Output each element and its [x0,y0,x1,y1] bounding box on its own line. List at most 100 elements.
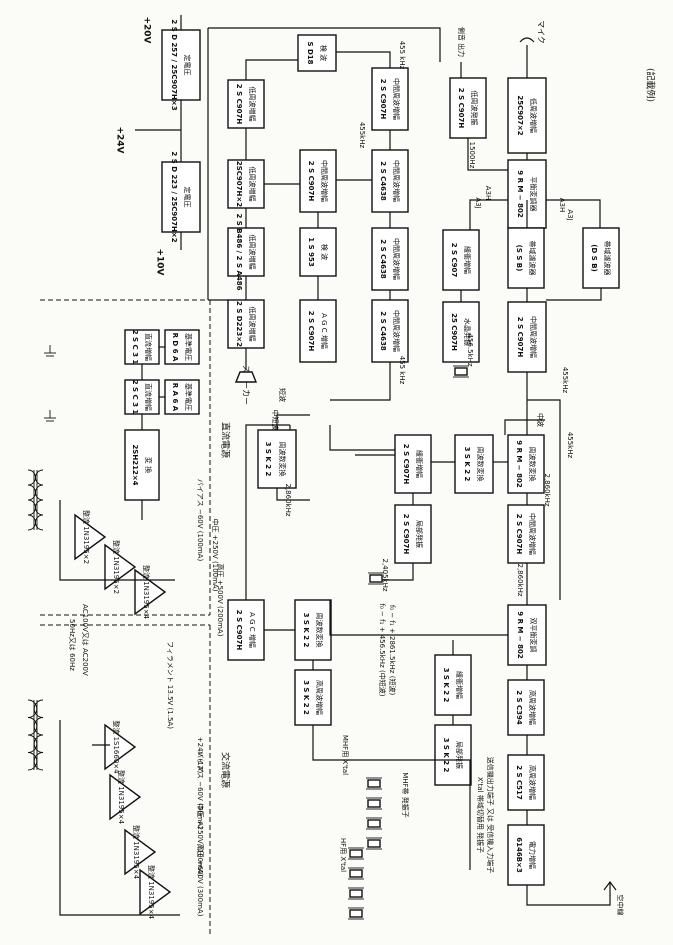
wire [245,59,298,80]
block-frame [507,824,545,886]
block-frame [507,434,545,494]
wire [208,27,441,62]
mic-label: マイク [537,20,546,44]
block-frame [442,229,480,291]
block-frame [164,379,200,415]
rectifier-label: 整流 1N3195×4 [142,565,151,620]
block-part: 2 S C517 [515,765,523,800]
block-function: 検 波 [319,45,328,61]
block-function: 低周波増幅 [248,167,257,202]
block-part: 25 C907H [450,313,458,351]
label-v20: +20V [142,16,152,43]
block-function: 低周波増幅 [248,87,257,122]
block-frame [294,599,332,661]
block-part: 2 S C907H [307,311,315,352]
rectifier [124,828,157,876]
label-ac_in: AC100V又は AC200V [81,604,89,676]
block-function: 中間周波増幅 [529,316,538,358]
rectifier [104,723,137,771]
rectifier [134,568,167,616]
block-function: 基準電圧 [184,333,193,361]
block-function: 双平衡変調 [529,618,538,653]
block-frame [394,504,432,564]
block-frame [164,329,200,365]
block-part: 2 S C 3 1 [131,330,139,365]
block-part: 3 S K 2 2 [463,447,471,482]
block-function: 周波数変換 [278,442,287,477]
block-frame [161,161,201,233]
block-part: 2 S C907H [379,79,387,120]
block-frame [507,754,545,811]
antenna-label: 空中線 [616,895,625,916]
label-ac_supply: 交流電源 [220,752,232,788]
block-function: 直流増幅 [144,333,153,361]
block-bm3: 双平衡変調 9 R M − 802 [507,604,547,666]
rectifier [74,513,107,561]
block-frame [124,429,160,501]
wire [312,725,471,870]
block-frame [257,429,297,489]
block-part: 2 S C907H [235,84,243,125]
crystal-icon [366,817,382,830]
wire [469,199,508,230]
wire [329,425,395,451]
label-out2_bias: バイアス −60V (50mA) [196,751,204,829]
crystal-icon [348,867,364,880]
block-frame [161,29,201,101]
wire [59,720,180,916]
block-frame [297,34,337,72]
label-dc_supply: 直流電源 [220,422,232,458]
block-part: 2 S D223×2 [235,301,243,347]
block-mod: 検 波 S D18 [297,34,337,72]
block-frame [294,669,332,726]
label-f455a: 455 kHz [398,41,406,70]
block-part: S D18 [306,41,314,64]
sidetone-label: 側音 出力 [457,27,466,57]
block-function: A G C 増幅 [248,612,257,648]
block-part: 2SC907H×2 [235,161,243,207]
block-part: 9 R M − 802 [515,440,523,488]
speaker-icon [234,371,258,383]
block-part: 3 S K 2 2 [442,738,450,773]
block-dc1: 直流増幅 2 S C 3 1 [124,329,160,365]
rectifier [104,543,137,591]
block-part: 2SH212×4 [131,444,139,485]
block-function: 低周波発振 [470,91,479,126]
wire [546,199,601,228]
block-cnv1: 周波数変換 3 S K 2 2 [454,434,494,494]
block-frame [454,434,494,494]
block-part: (D S B) [590,244,598,271]
label-mhf_sw: MHF帯 発振子 [401,772,410,818]
block-frame [299,299,337,363]
block-function: 緩衝増幅 [455,671,464,699]
rectifier [109,773,142,821]
block-frame [227,159,265,209]
block-part: 2 S C4638 [379,239,387,279]
block-function: 中間周波増幅 [320,160,329,202]
label-mf: 中波 [536,413,545,427]
crystal-icon [348,847,364,860]
rectifier-label: 整流 1N3195×2 [82,510,91,564]
block-part: 2 S C4638 [379,161,387,201]
block-frame [371,67,409,131]
block-part: 9 R M − 802 [516,170,524,218]
label-v10: +10V [155,248,165,275]
label-out_high: 高圧 +500V (200mA) [216,564,225,637]
block-function: 周波数変換 [476,447,485,482]
wire [546,288,602,301]
block-function: 低周波増幅 [248,235,257,270]
block-frame [227,79,265,129]
antenna-icon [603,881,617,896]
block-part: 9 R M − 802 [516,611,524,659]
